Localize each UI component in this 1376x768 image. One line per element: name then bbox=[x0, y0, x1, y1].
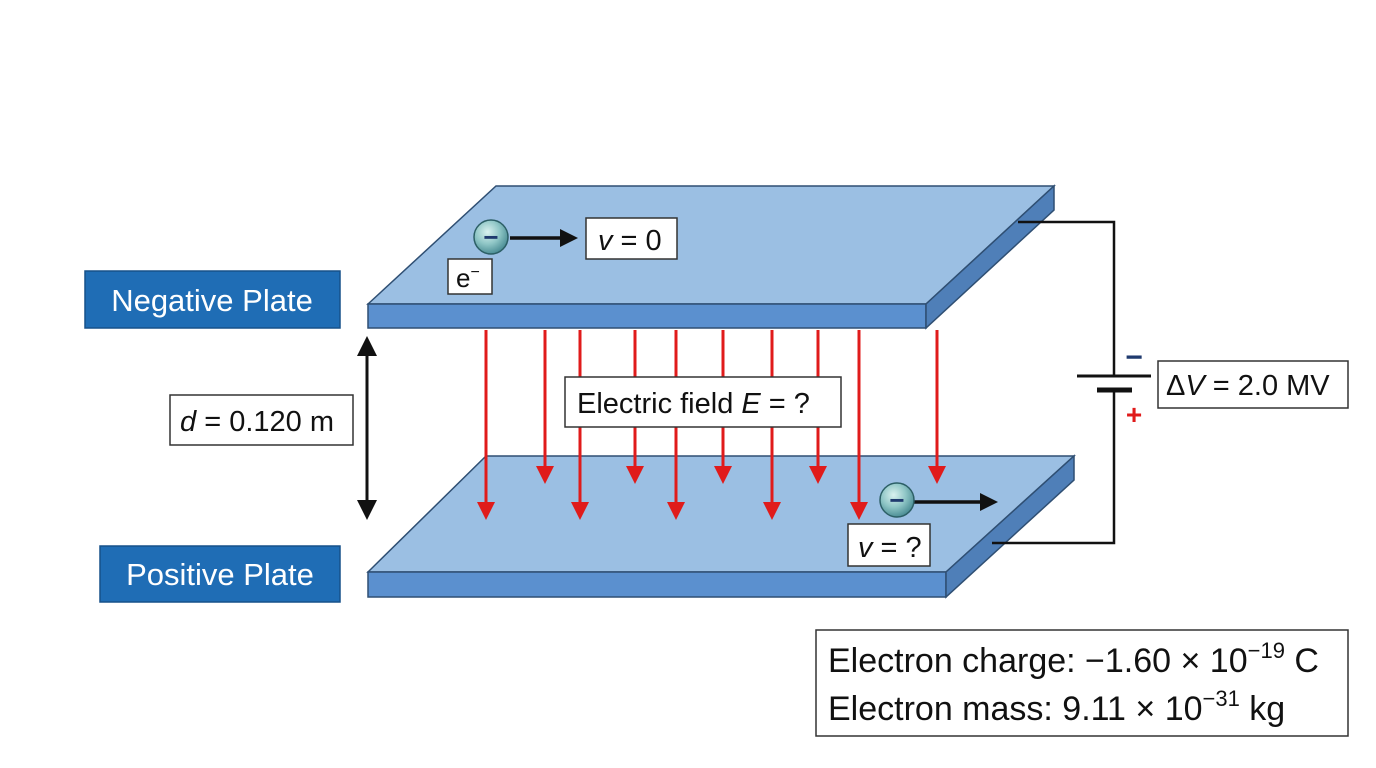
mass-prefix: Electron mass: 9.11 × 10 bbox=[828, 690, 1203, 728]
electron-icon bbox=[879, 482, 915, 518]
field-arrow bbox=[477, 330, 495, 520]
initial-electron: − e− v = 0 bbox=[447, 217, 678, 295]
electron-superscript: − bbox=[470, 264, 479, 281]
wire-top bbox=[1018, 220, 1116, 376]
positive-plate-front bbox=[367, 571, 947, 598]
charge-unit: C bbox=[1285, 642, 1319, 680]
charge-prefix: Electron charge: −1.60 × 10 bbox=[828, 642, 1248, 680]
electron-icon bbox=[473, 219, 509, 255]
initial-velocity-var: v bbox=[598, 225, 614, 257]
voltage-value: = 2.0 MV bbox=[1205, 370, 1331, 402]
wire-bottom bbox=[992, 390, 1116, 545]
voltage-delta: Δ bbox=[1166, 370, 1185, 402]
distance-value: = 0.120 m bbox=[196, 406, 334, 438]
electron-sign: − bbox=[889, 485, 904, 515]
negative-plate bbox=[366, 184, 1056, 330]
svg-text:v = 0: v = 0 bbox=[598, 225, 662, 257]
final-velocity-var: v bbox=[858, 532, 874, 564]
distance-var: d bbox=[180, 406, 197, 438]
negative-plate-label: Negative Plate bbox=[84, 270, 341, 329]
field-suffix: = ? bbox=[761, 388, 810, 420]
voltage-var: V bbox=[1185, 370, 1207, 402]
field-arrow bbox=[850, 330, 868, 520]
charge-exponent: −19 bbox=[1248, 638, 1285, 663]
svg-text:e−: e− bbox=[456, 263, 480, 293]
negative-plate-front bbox=[367, 303, 927, 329]
mass-exponent: −31 bbox=[1203, 686, 1240, 711]
battery-plus-sign: + bbox=[1126, 399, 1142, 430]
field-prefix: Electric field bbox=[577, 388, 741, 420]
electron-sign: − bbox=[483, 222, 498, 252]
svg-text:ΔV = 2.0 MV: ΔV = 2.0 MV bbox=[1166, 370, 1330, 402]
positive-plate-label: Positive Plate bbox=[99, 545, 341, 603]
final-velocity-arrowhead bbox=[980, 493, 998, 511]
field-arrow bbox=[928, 330, 946, 484]
final-electron: − v = ? bbox=[847, 482, 998, 567]
field-var: E bbox=[741, 388, 761, 420]
final-velocity-value: = ? bbox=[873, 532, 922, 564]
distance-indicator: d = 0.120 m bbox=[169, 336, 377, 520]
electron-info-box: Electron charge: −1.60 × 10−19 C Electro… bbox=[815, 629, 1349, 737]
positive-plate-text: Positive Plate bbox=[126, 557, 314, 592]
mass-unit: kg bbox=[1240, 690, 1285, 728]
svg-text:d = 0.120 m: d = 0.120 m bbox=[180, 406, 334, 438]
battery-minus-sign: − bbox=[1125, 341, 1143, 374]
field-arrow bbox=[536, 330, 554, 484]
charge-line: Electron charge: −1.60 × 10−19 C bbox=[828, 638, 1319, 680]
initial-velocity-arrowhead bbox=[560, 229, 578, 247]
circuit: − + bbox=[992, 220, 1151, 545]
svg-text:v = ?: v = ? bbox=[858, 532, 922, 564]
initial-velocity-value: = 0 bbox=[613, 225, 662, 257]
distance-arrow-down bbox=[357, 500, 377, 520]
positive-plate-side bbox=[945, 454, 1075, 599]
electron-symbol: e bbox=[456, 263, 470, 293]
battery-icon bbox=[1077, 374, 1151, 393]
negative-plate-text: Negative Plate bbox=[111, 283, 313, 318]
mass-line: Electron mass: 9.11 × 10−31 kg bbox=[828, 686, 1285, 728]
distance-arrow-up bbox=[357, 336, 377, 356]
voltage-label: ΔV = 2.0 MV bbox=[1157, 360, 1349, 409]
field-label: Electric field E = ? bbox=[564, 376, 842, 428]
svg-text:Electric field E = ?: Electric field E = ? bbox=[577, 388, 810, 420]
